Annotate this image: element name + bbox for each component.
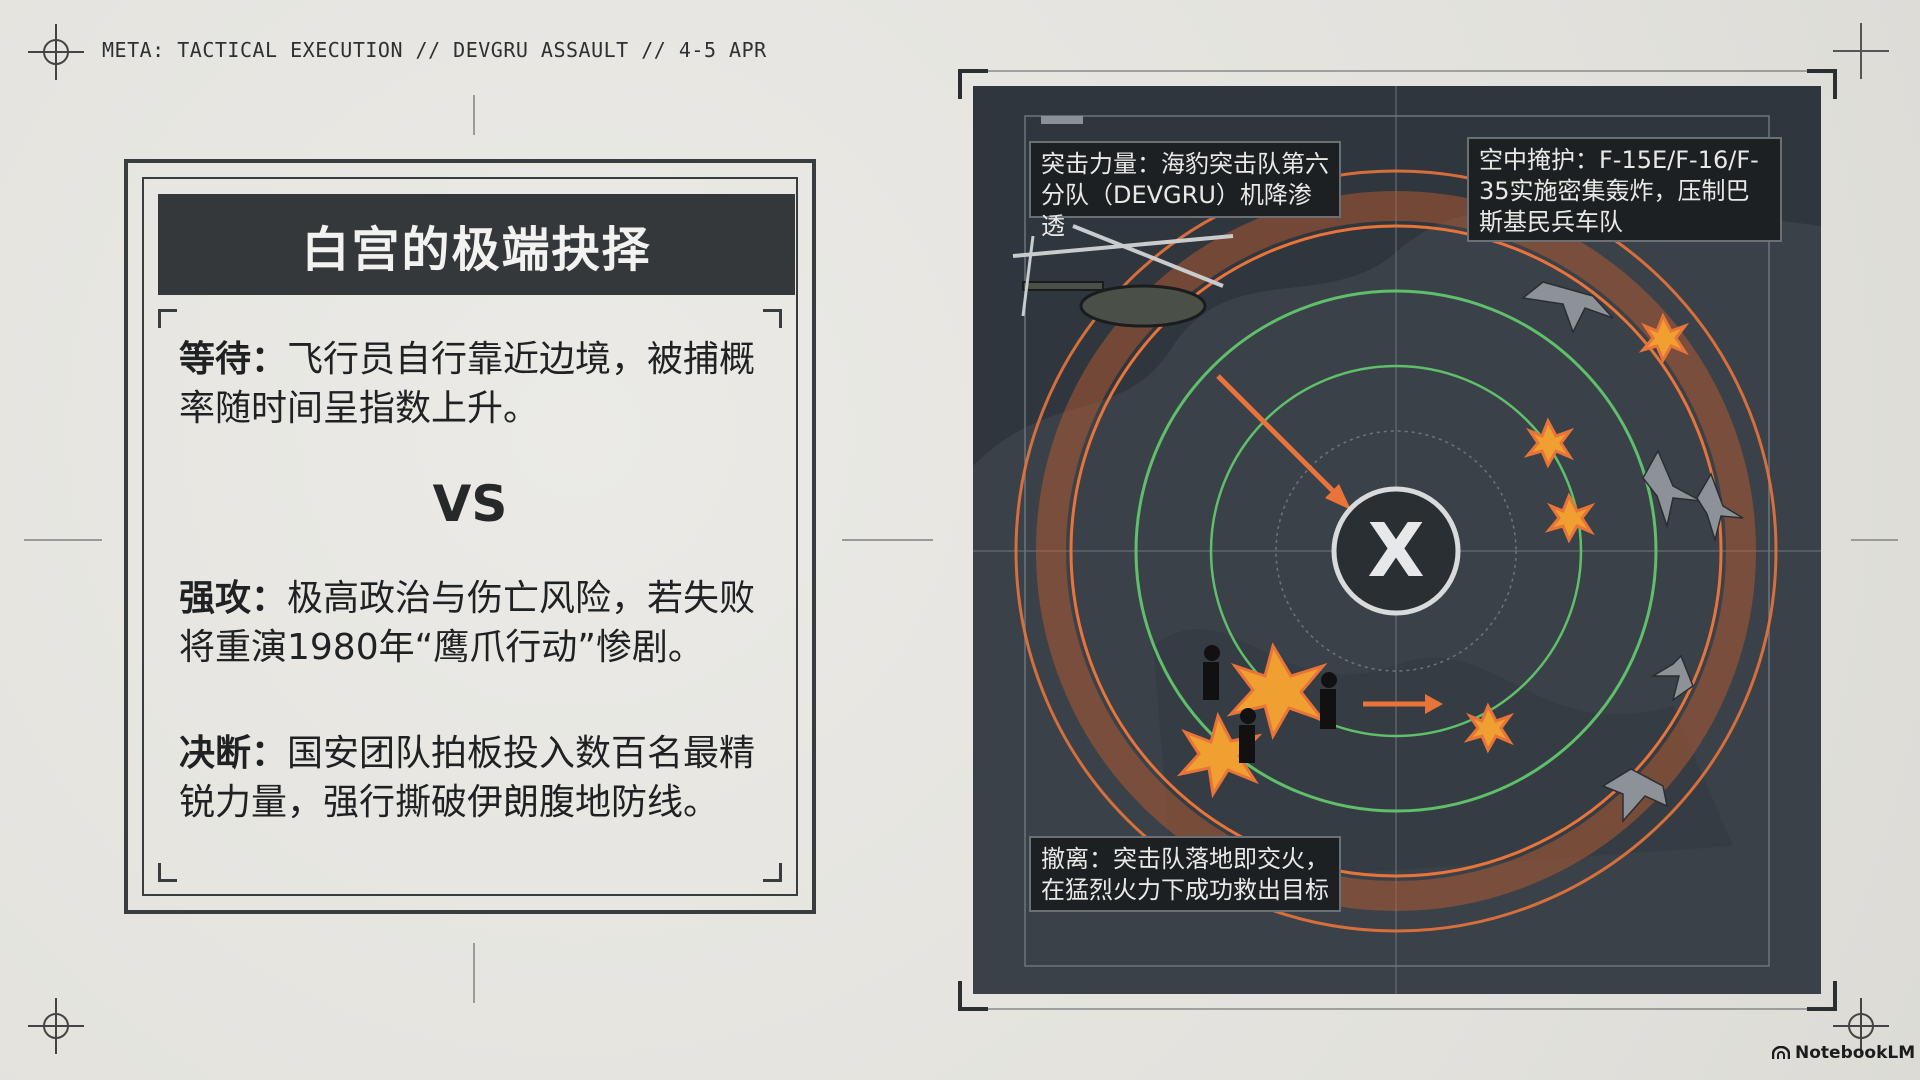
- fighter-jet-icons: [1521, 281, 1744, 823]
- vs-label: VS: [432, 475, 508, 533]
- option-label: 等待：: [179, 339, 288, 380]
- target-marker: X: [1367, 508, 1425, 594]
- corner-bracket: [763, 863, 782, 882]
- corner-bracket: [763, 309, 782, 328]
- option-wait: 等待：飞行员自行靠近边境，被捕概率随时间呈指数上升。: [179, 335, 779, 433]
- explosion-icons: [1176, 312, 1690, 799]
- callout-strike-force: 突击力量：海豹突击队第六分队（DEVGRU）机降渗透: [1029, 141, 1341, 240]
- corner-bracket: [158, 863, 177, 882]
- decision-panel: 白宫的极端抉择 等待：飞行员自行靠近边境，被捕概率随时间呈指数上升。 VS 强攻…: [124, 159, 816, 914]
- green-ring: [1134, 289, 1658, 813]
- arrowhead-icon: [1425, 694, 1443, 714]
- panel-title: 白宫的极端抉择: [301, 221, 652, 278]
- option-text: 极高政治与伤亡风险，若失败将重演1980年“鹰爪行动”惨剧。: [179, 578, 756, 668]
- helicopter-icon: [1012, 224, 1234, 328]
- target-circle: [1331, 486, 1461, 616]
- callout-extraction: 撤离：突击队落地即交火，在猛烈火力下成功救出目标: [1029, 836, 1341, 912]
- inner-range-ring: [1275, 430, 1517, 672]
- option-text: 飞行员自行靠近边境，被捕概率随时间呈指数上升。: [179, 339, 756, 429]
- panel-inner-border: [142, 177, 798, 896]
- crosshair-icon: [28, 998, 84, 1054]
- green-inner-ring: [1209, 364, 1583, 738]
- notebooklm-logo: NotebookLM: [1772, 1043, 1915, 1063]
- orange-threat-band: [1036, 191, 1756, 911]
- crosshair-icon: [1833, 998, 1889, 1054]
- crosshair-icon: [28, 24, 84, 80]
- option-decision: 决断：国安团队拍板投入数百名最精锐力量，强行撕破伊朗腹地防线。: [179, 729, 779, 827]
- hud-indicator: [1041, 116, 1083, 124]
- callout-air-cover: 空中掩护：F-15E/F-16/F-35实施密集轰炸，压制巴斯基民兵车队: [1467, 137, 1782, 242]
- option-label: 决断：: [179, 733, 288, 774]
- guide-tick: [1851, 539, 1898, 541]
- map-frame-brackets: [958, 69, 1837, 1011]
- guide-tick: [24, 539, 102, 541]
- arrowhead-icon: [1325, 484, 1351, 510]
- option-text: 国安团队拍板投入数百名最精锐力量，强行撕破伊朗腹地防线。: [179, 733, 756, 823]
- notebooklm-icon: [1772, 1046, 1790, 1059]
- corner-bracket: [158, 309, 177, 328]
- crosshair-icon: [1833, 23, 1889, 79]
- approach-arrow: [1216, 374, 1340, 498]
- option-assault: 强攻：极高政治与伤亡风险，若失败将重演1980年“鹰爪行动”惨剧。: [179, 574, 779, 672]
- guide-tick: [473, 943, 475, 1003]
- map-graphics: [973, 86, 1821, 994]
- outer-orange-ring: [1014, 169, 1778, 933]
- option-label: 强攻：: [179, 578, 288, 619]
- hud-frame: [1024, 115, 1770, 967]
- soldier-icons: [1203, 645, 1337, 763]
- title-bar: 白宫的极端抉择: [158, 194, 795, 295]
- guide-tick: [473, 95, 475, 135]
- tactical-map: 突击力量：海豹突击队第六分队（DEVGRU）机降渗透 空中掩护：F-15E/F-…: [973, 86, 1821, 994]
- meta-header: META: TACTICAL EXECUTION // DEVGRU ASSAU…: [102, 38, 767, 62]
- orange-ring: [1069, 224, 1723, 878]
- guide-tick: [842, 539, 933, 541]
- logo-text: NotebookLM: [1795, 1043, 1916, 1063]
